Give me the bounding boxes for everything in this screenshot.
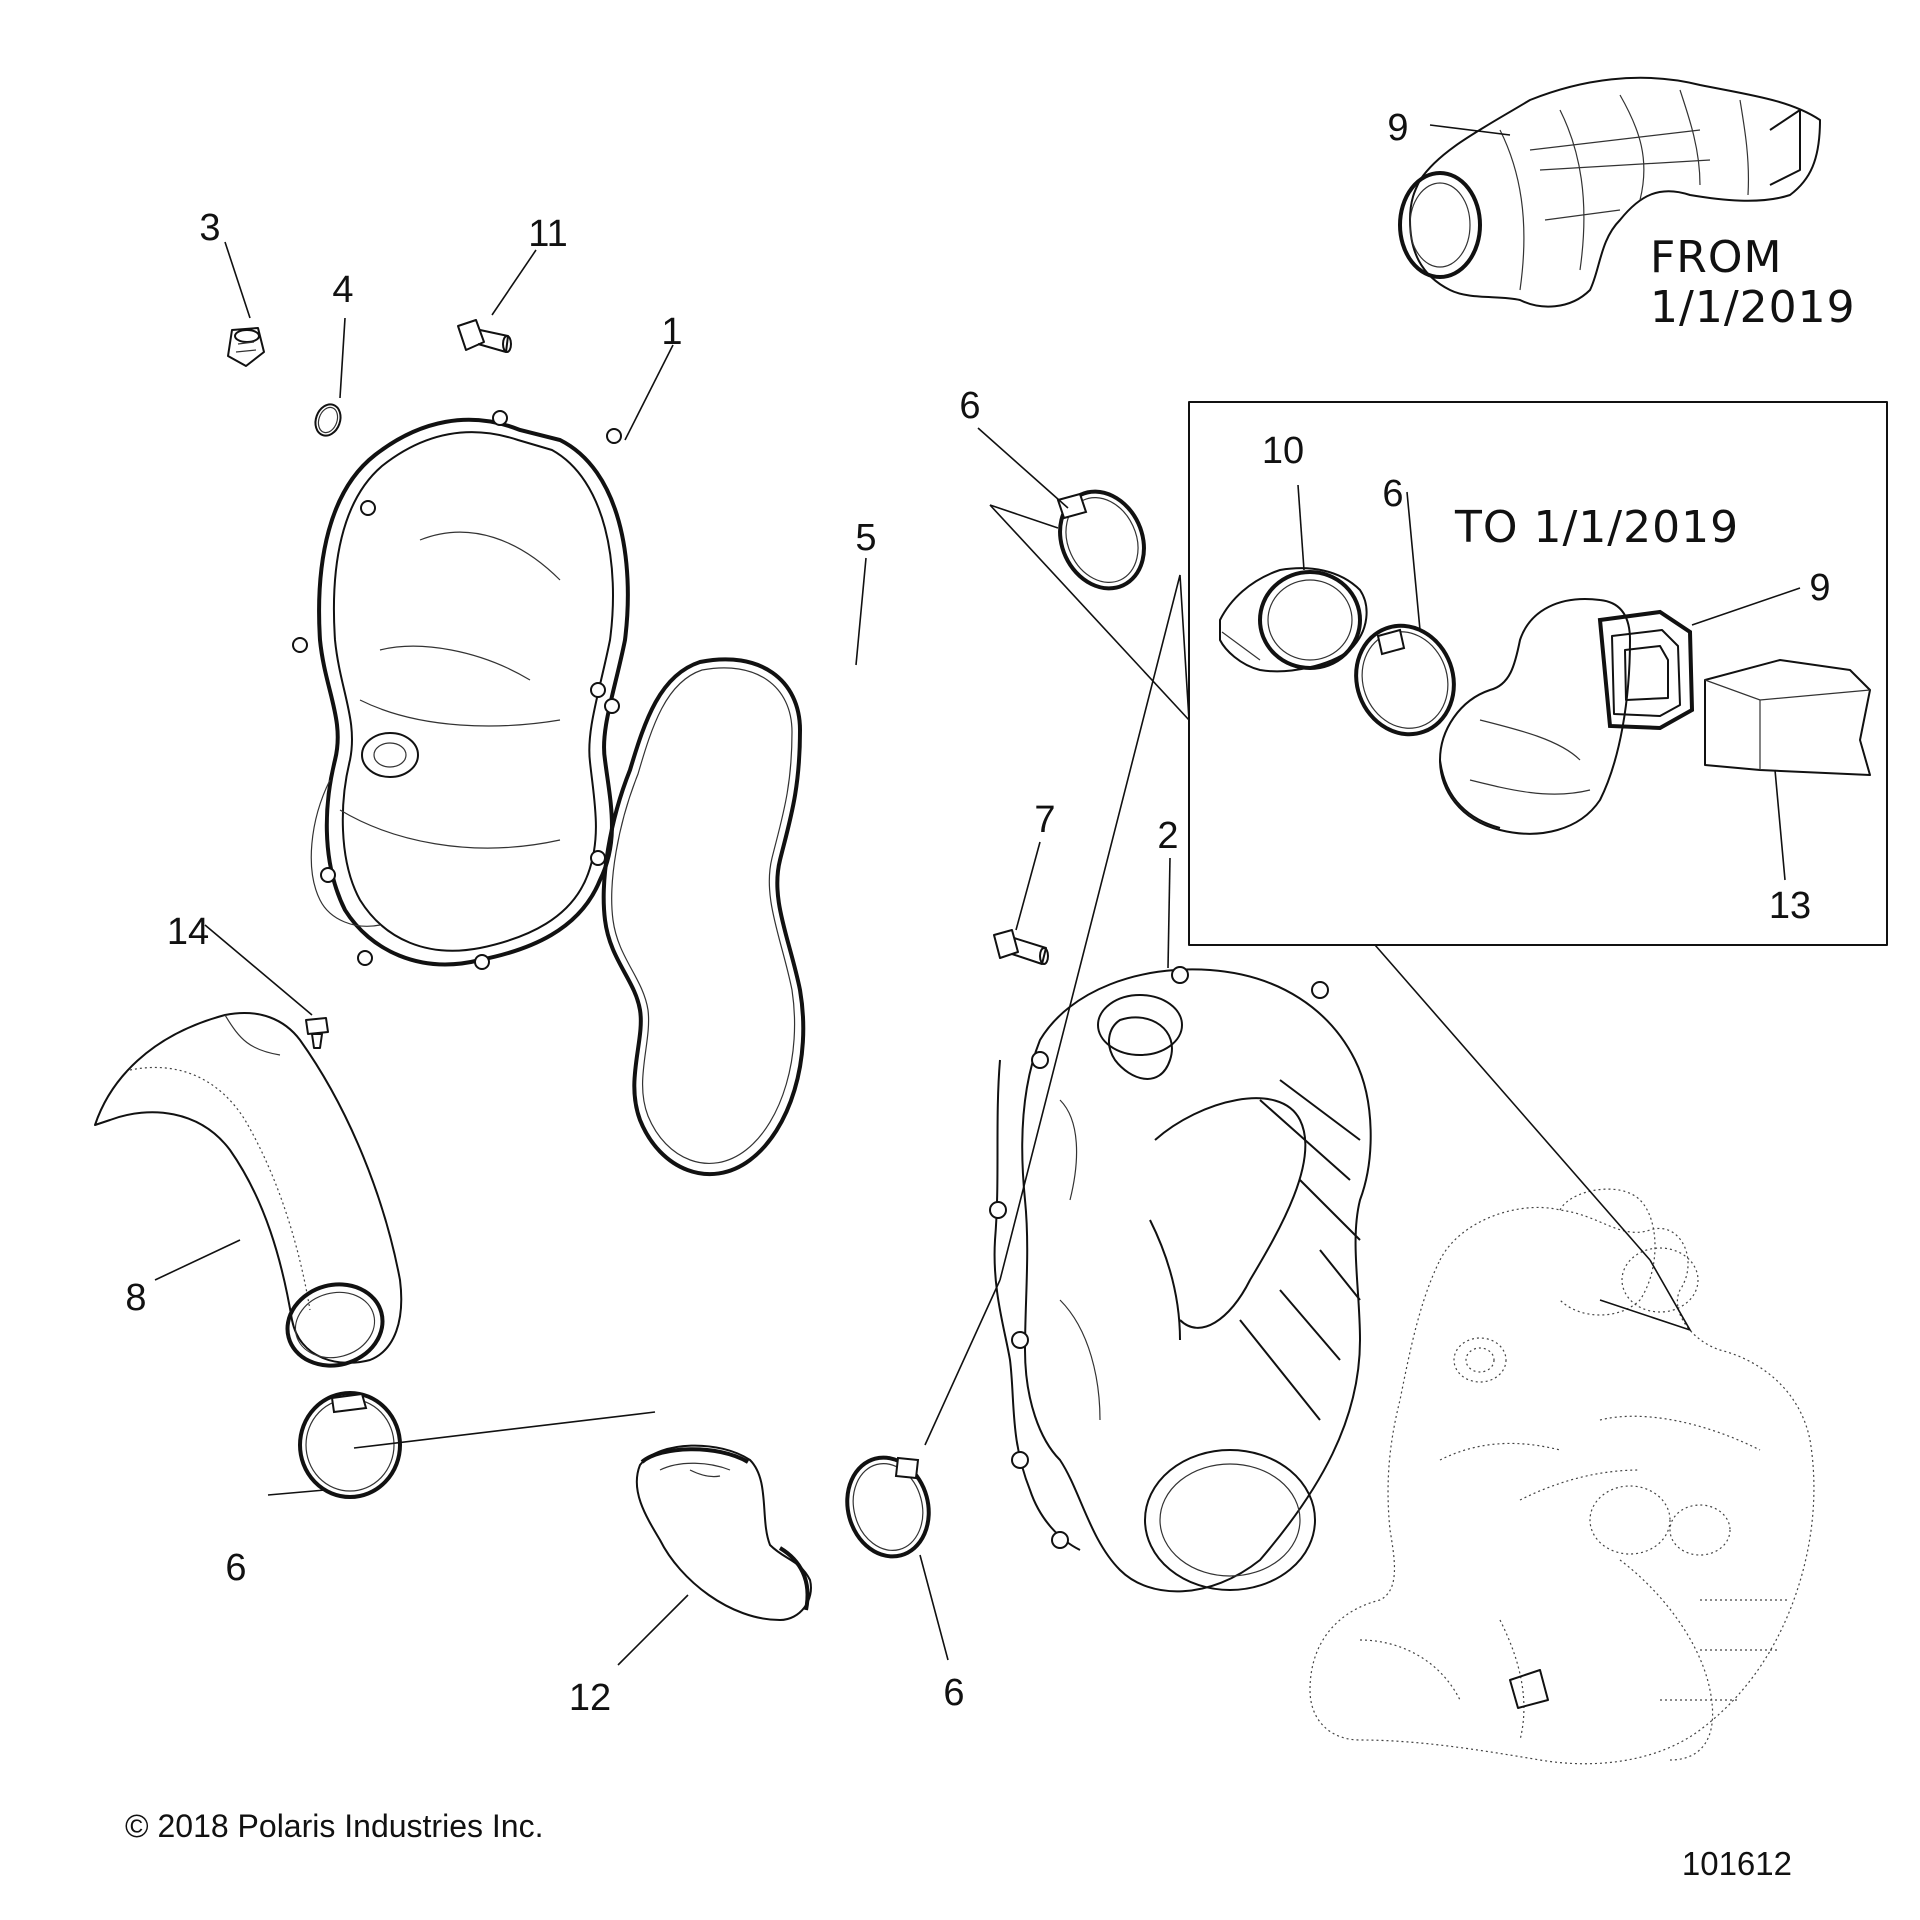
callout-10: 10 xyxy=(1262,430,1304,472)
callout-12: 12 xyxy=(569,1677,611,1719)
callout-5: 5 xyxy=(855,517,876,559)
drawing-number: 101612 xyxy=(1682,1845,1792,1882)
callout-6-inset: 6 xyxy=(1382,473,1403,515)
to-note: TO 1/1/2019 xyxy=(1454,502,1739,553)
callout-4: 4 xyxy=(332,269,353,311)
part-12-elbow-duct xyxy=(635,1444,812,1621)
date-notes: FROM 1/1/2019 TO 1/1/2019 xyxy=(1454,232,1856,553)
callout-2: 2 xyxy=(1157,815,1178,857)
callout-11: 11 xyxy=(528,213,567,255)
part-11-bolt xyxy=(457,319,512,353)
from-note-line1: FROM xyxy=(1650,232,1782,283)
part-6-clamp-bottom xyxy=(845,1455,931,1559)
callout-1: 1 xyxy=(661,311,682,353)
part-6-clamp-left xyxy=(298,1391,402,1499)
part-2-inner-cover xyxy=(989,966,1372,1593)
part-6-clamp-inset xyxy=(1354,623,1456,737)
leader-lines xyxy=(154,124,1801,1666)
part-8-intake-duct xyxy=(94,1011,403,1368)
part-13-scoop xyxy=(1704,659,1871,776)
callout-3: 3 xyxy=(199,207,220,249)
callout-14: 14 xyxy=(167,911,209,953)
part-5-gasket xyxy=(601,657,806,1177)
callout-6-top: 6 xyxy=(959,385,980,427)
callout-8: 8 xyxy=(125,1277,146,1319)
callout-9-top: 9 xyxy=(1387,107,1408,149)
engine-case xyxy=(1309,1188,1815,1765)
copyright-text: © 2018 Polaris Industries Inc. xyxy=(125,1808,543,1844)
part-10-adapter xyxy=(1219,567,1368,673)
from-note-line2: 1/1/2019 xyxy=(1650,282,1856,333)
inset-box xyxy=(1188,401,1888,946)
callout-9-inset: 9 xyxy=(1809,567,1830,609)
callout-6-bottom: 6 xyxy=(943,1672,964,1714)
part-9-duct-inset xyxy=(1439,598,1695,835)
part-6-clamp-top xyxy=(1056,489,1146,591)
part-9-duct-from-2019 xyxy=(1398,76,1821,308)
part-4-o-ring xyxy=(314,403,342,437)
callout-13: 13 xyxy=(1769,885,1811,927)
part-1-outer-cover xyxy=(292,410,630,970)
part-3-plug xyxy=(227,327,265,367)
callout-7: 7 xyxy=(1034,799,1055,841)
part-7-bolt xyxy=(993,929,1049,965)
callout-6-left: 6 xyxy=(225,1547,246,1589)
part-14-rivet xyxy=(305,1017,329,1049)
callout-labels: 3 4 11 1 5 6 7 2 14 8 6 12 6 9 10 6 9 13 xyxy=(125,107,1830,1719)
